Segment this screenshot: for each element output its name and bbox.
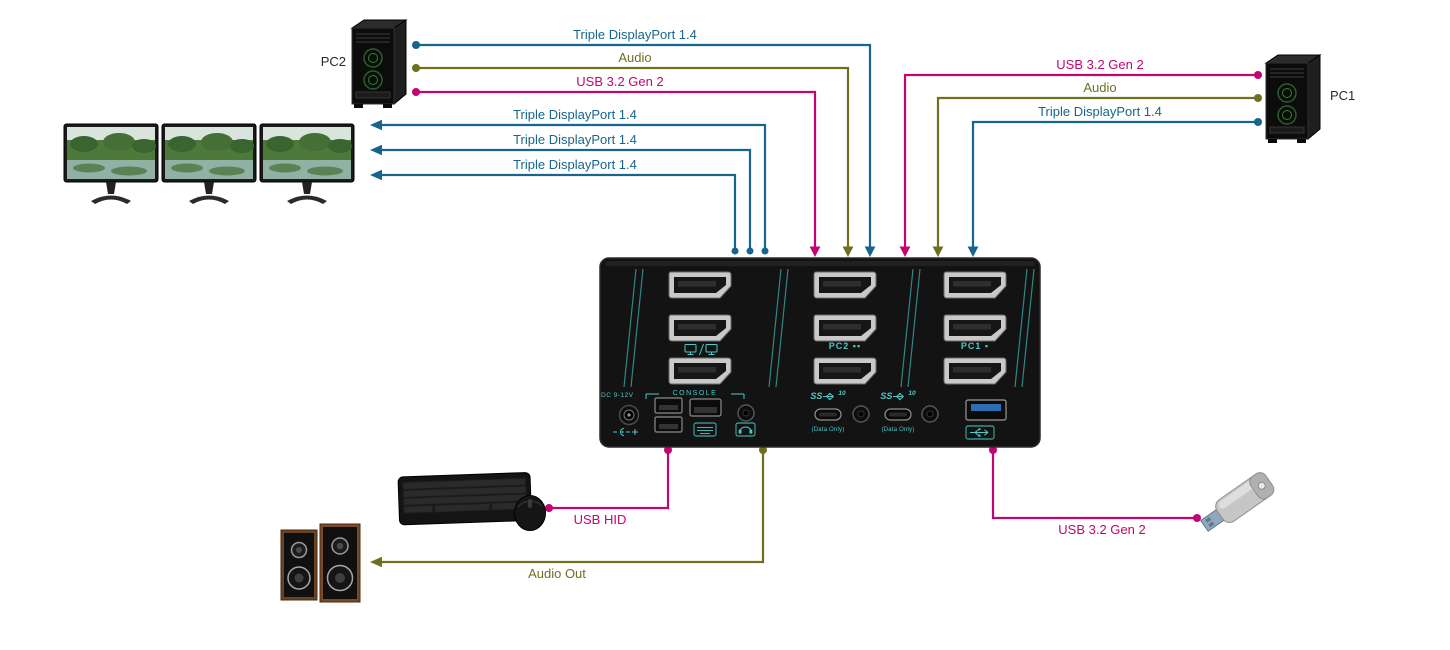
usb-drive-icon bbox=[1200, 472, 1275, 532]
cable-label-audio-out: Audio Out bbox=[528, 566, 586, 581]
cable-usb-storage bbox=[989, 446, 1201, 522]
pc2-tower-icon bbox=[351, 19, 407, 109]
displayport-console-1 bbox=[668, 271, 732, 299]
cable-label-monitor-3: Triple DisplayPort 1.4 bbox=[513, 157, 637, 172]
usb-keyboard-port bbox=[689, 398, 722, 417]
data-only-label-pc2: (Data Only) bbox=[811, 427, 845, 433]
keyboard-label-icon bbox=[693, 422, 717, 437]
displayport-pc1-1 bbox=[943, 271, 1007, 299]
console-bracket bbox=[645, 393, 745, 399]
displayport-pc2-3 bbox=[813, 357, 877, 385]
usbc-speed-label-pc1: SS 10 bbox=[876, 389, 920, 402]
monitor-1-icon bbox=[63, 123, 159, 205]
mouse-icon bbox=[514, 495, 546, 531]
cable-label-pc2-usb: USB 3.2 Gen 2 bbox=[576, 74, 664, 89]
cable-pc1-audio bbox=[932, 94, 1262, 257]
cable-pc2-usb bbox=[412, 88, 821, 257]
port-group-pc2-label: PC2 ▪▪ bbox=[828, 341, 862, 351]
kvm-switch bbox=[599, 257, 1041, 448]
displayport-pc1-3 bbox=[943, 357, 1007, 385]
cable-label-usb-hid: USB HID bbox=[573, 512, 627, 527]
cable-label-pc1-audio: Audio bbox=[1083, 80, 1117, 95]
speaker-right bbox=[319, 523, 361, 603]
superspeed-text: SS bbox=[880, 391, 893, 401]
cable-label-monitor-1: Triple DisplayPort 1.4 bbox=[513, 107, 637, 122]
usb-trident-icon bbox=[823, 392, 835, 400]
displayport-pc2-2 bbox=[813, 314, 877, 342]
displayport-pc2-1 bbox=[813, 271, 877, 299]
usb-trident-icon bbox=[893, 392, 905, 400]
speakers-icon bbox=[280, 523, 361, 603]
cable-audio-out bbox=[370, 446, 767, 568]
usb3-storage-port bbox=[965, 399, 1007, 421]
cable-usb-hid bbox=[545, 446, 672, 512]
cable-monitor-1 bbox=[370, 119, 769, 255]
headphone-label-icon bbox=[735, 422, 756, 437]
cable-pc1-displayport bbox=[967, 118, 1262, 257]
pc2-label: PC2 bbox=[320, 54, 346, 69]
console-label: CONSOLE bbox=[672, 390, 718, 397]
cable-monitor-2 bbox=[370, 144, 754, 255]
monitor-3-icon bbox=[259, 123, 355, 205]
superspeed-text: SS bbox=[810, 391, 823, 401]
dc-rating-label: DC 9-12V bbox=[601, 392, 634, 399]
usbc-speed-number: 10 bbox=[838, 389, 846, 397]
usbc-speed-label-pc2: SS 10 bbox=[806, 389, 850, 402]
cable-label-pc1-usb: USB 3.2 Gen 2 bbox=[1056, 57, 1144, 72]
panel-slash-decorations bbox=[623, 268, 1035, 388]
pc1-tower-icon bbox=[1265, 54, 1321, 144]
cable-label-usb-storage: USB 3.2 Gen 2 bbox=[1058, 522, 1146, 537]
dc-power-jack bbox=[618, 404, 640, 426]
monitor-2-icon bbox=[161, 123, 257, 205]
pc1-audio-jack bbox=[921, 405, 939, 423]
usbc-port-pc1 bbox=[884, 408, 912, 421]
displayport-pc1-2 bbox=[943, 314, 1007, 342]
displayport-console-3 bbox=[668, 357, 732, 385]
pc2-audio-jack bbox=[852, 405, 870, 423]
pc1-label: PC1 bbox=[1330, 88, 1356, 103]
cable-label-monitor-2: Triple DisplayPort 1.4 bbox=[513, 132, 637, 147]
cable-pc2-audio bbox=[412, 64, 854, 257]
usbc-speed-number: 10 bbox=[908, 389, 916, 397]
usbc-port-pc2 bbox=[814, 408, 842, 421]
cable-label-pc2-audio: Audio bbox=[618, 50, 652, 65]
dc-polarity-icon bbox=[613, 428, 638, 436]
cable-pc2-displayport bbox=[412, 41, 876, 257]
cable-monitor-3 bbox=[370, 169, 739, 255]
data-only-label-pc1: (Data Only) bbox=[881, 427, 915, 433]
cable-label-pc2-displayport: Triple DisplayPort 1.4 bbox=[573, 27, 697, 42]
port-group-pc1-label: PC1 ▪ bbox=[960, 341, 990, 351]
speaker-left bbox=[280, 529, 318, 601]
keyboard-icon bbox=[397, 472, 532, 526]
cable-label-pc1-displayport: Triple DisplayPort 1.4 bbox=[1038, 104, 1162, 119]
dual-monitor-icon bbox=[684, 343, 718, 356]
console-audio-jack bbox=[737, 404, 755, 422]
displayport-console-2 bbox=[668, 314, 732, 342]
usb-hid-ports bbox=[654, 397, 683, 433]
cable-pc1-usb bbox=[899, 71, 1262, 257]
usb-label-icon bbox=[965, 425, 995, 440]
